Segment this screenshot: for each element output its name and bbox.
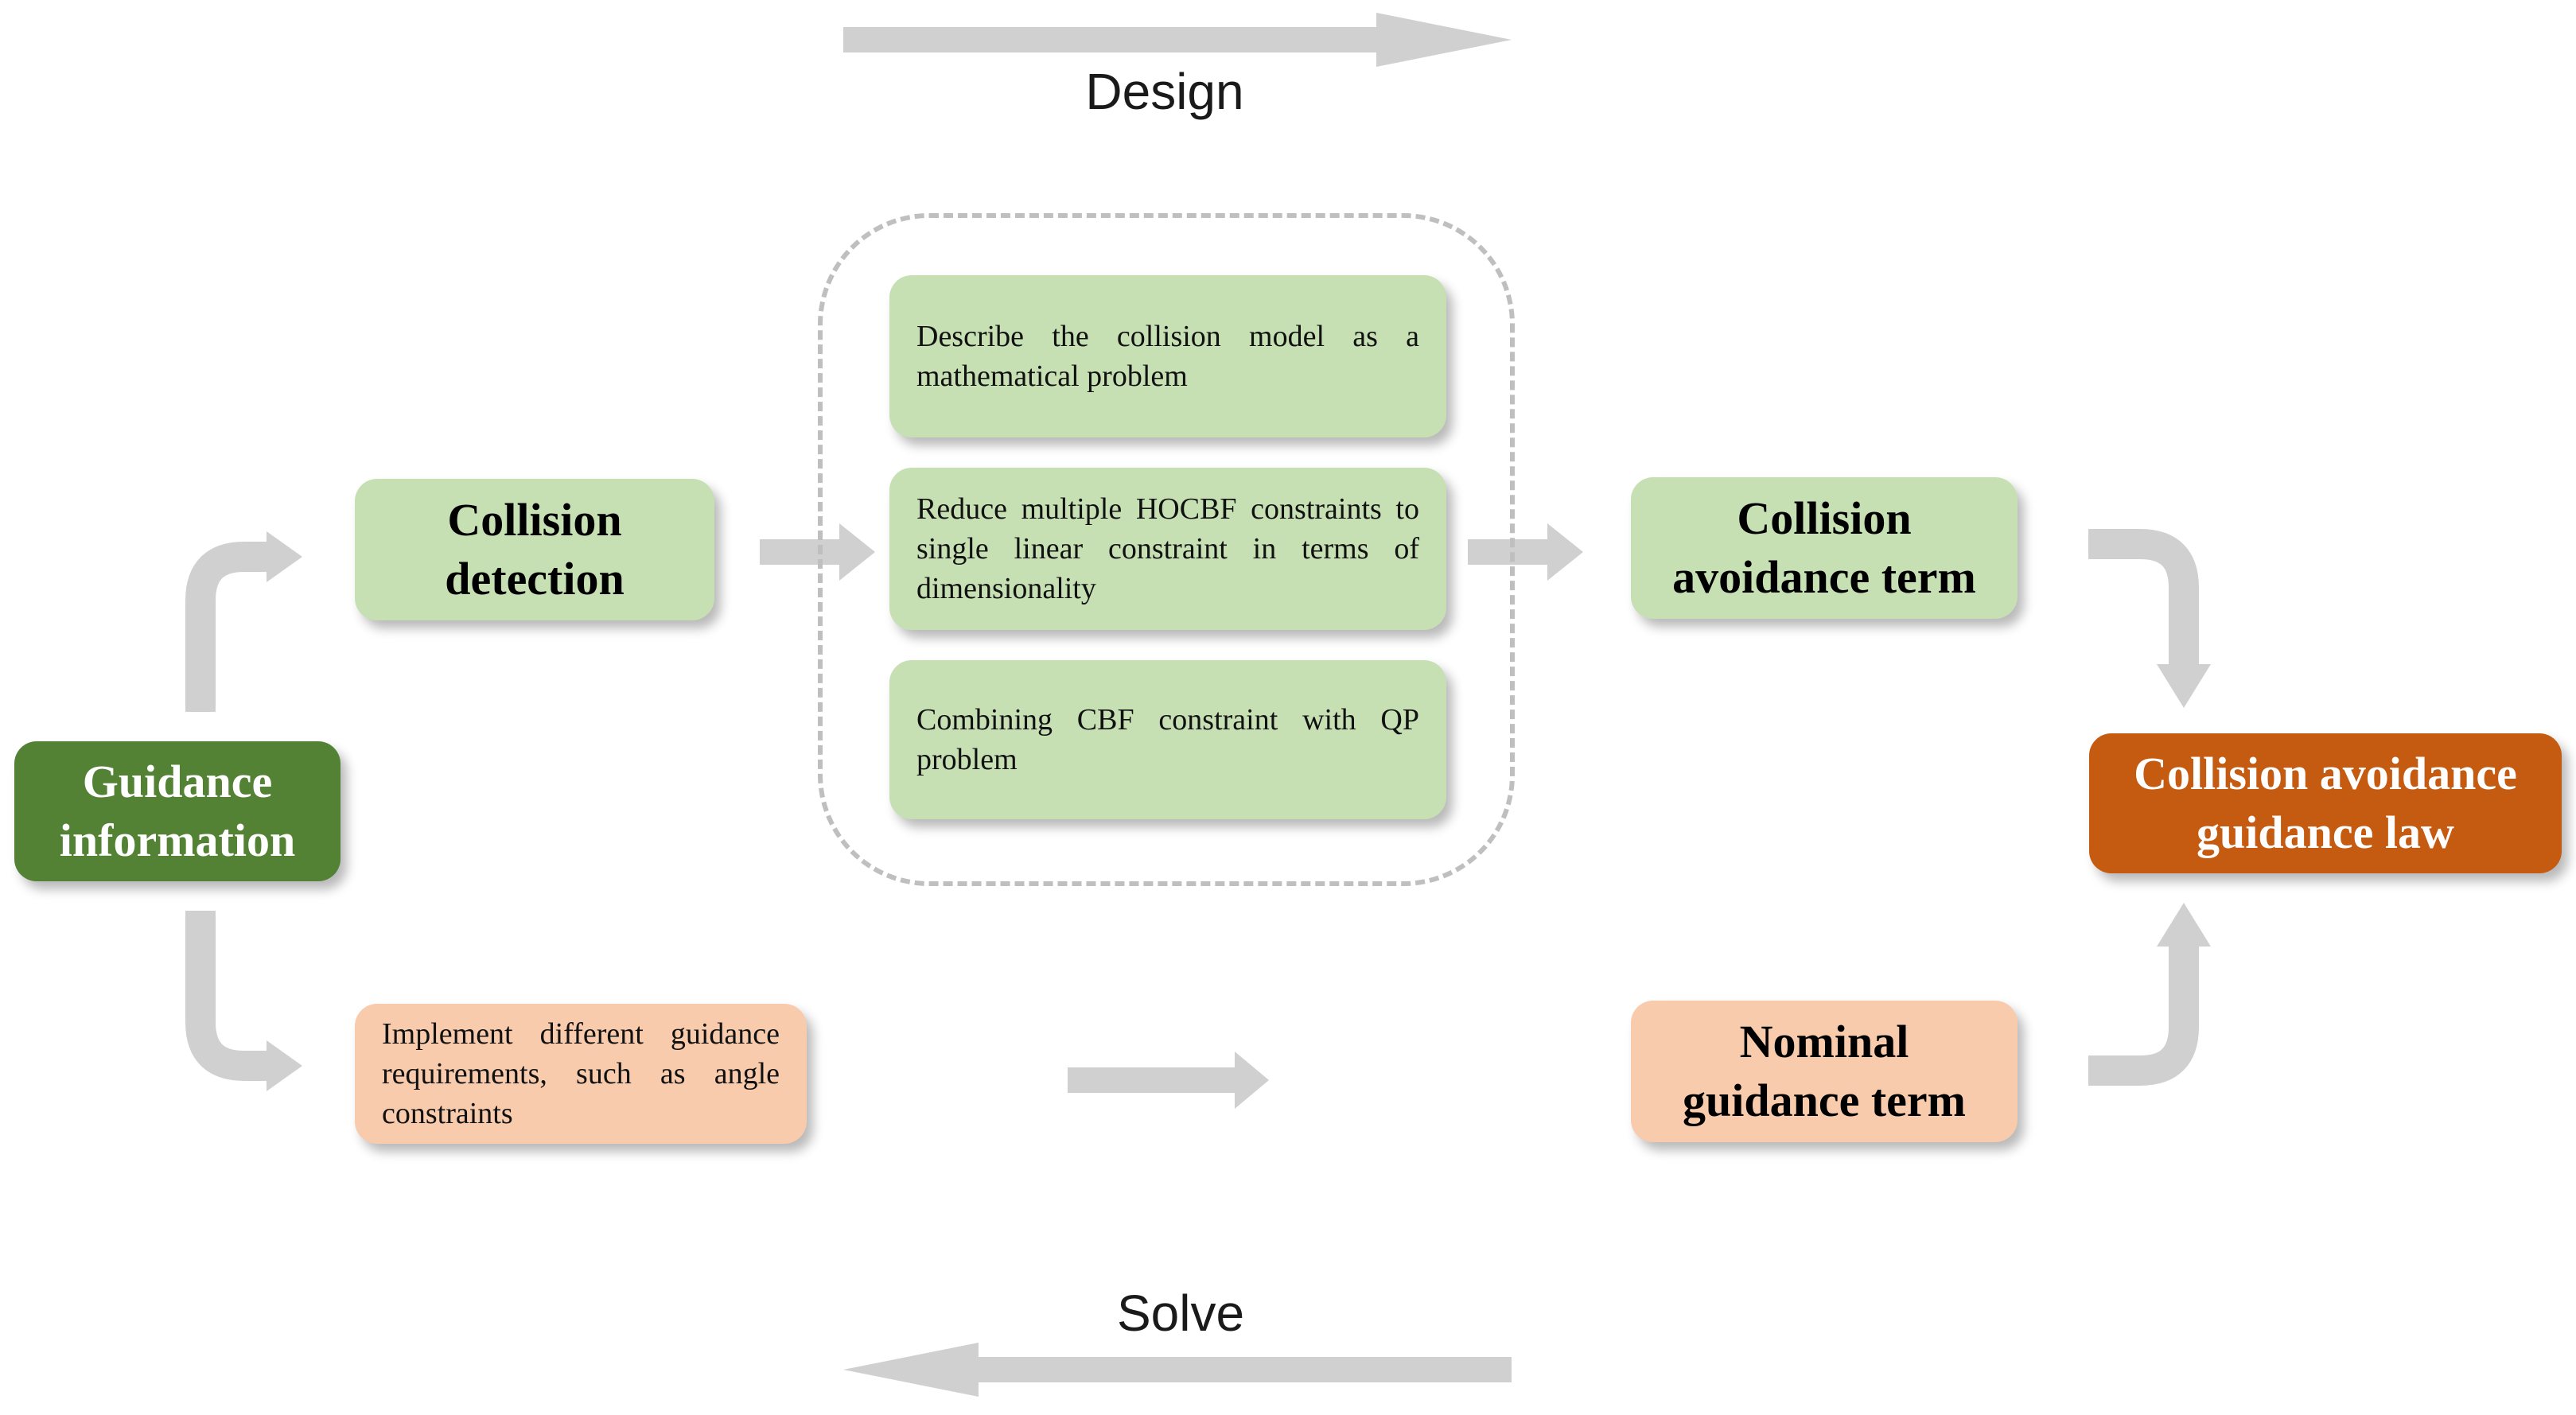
guidance-information-label: Guidance information bbox=[59, 756, 296, 866]
requirements-node: Implement different guidance requirement… bbox=[355, 1004, 807, 1144]
info-to-detection-arrow bbox=[185, 542, 267, 712]
method-step-1: Describe the collision model as a mathem… bbox=[889, 275, 1446, 437]
term-to-law-arrow bbox=[2088, 529, 2199, 664]
info-to-requirements-arrow bbox=[185, 911, 267, 1081]
method-step-3-text: Combining CBF constraint with QP problem bbox=[916, 703, 1419, 776]
method-step-3: Combining CBF constraint with QP problem bbox=[889, 660, 1446, 819]
nominal-to-law-arrow bbox=[2088, 947, 2199, 1086]
detection-to-steps-arrow bbox=[760, 523, 875, 581]
steps-to-term-arrow bbox=[1468, 523, 1583, 581]
method-step-2: Reduce multiple HOCBF constraints to sin… bbox=[889, 468, 1446, 630]
method-step-1-text: Describe the collision model as a mathem… bbox=[916, 320, 1419, 393]
design-label: Design bbox=[1085, 63, 1244, 120]
requirements-label: Implement different guidance requirement… bbox=[382, 1017, 780, 1130]
collision-detection-label: Collision detection bbox=[445, 494, 625, 604]
collision-avoidance-law-label: Collision avoidance guidance law bbox=[2134, 748, 2517, 858]
collision-avoidance-law-node: Collision avoidance guidance law bbox=[2089, 733, 2562, 873]
nominal-guidance-term-label: Nominal guidance term bbox=[1683, 1016, 1966, 1126]
collision-detection-node: Collision detection bbox=[355, 479, 714, 620]
method-group-frame bbox=[818, 213, 1515, 886]
design-arrow bbox=[843, 13, 1512, 67]
solve-arrow bbox=[843, 1343, 1512, 1397]
collision-avoidance-term-node: Collision avoidance term bbox=[1631, 477, 2018, 619]
requirements-to-nominal-arrow bbox=[1068, 1052, 1269, 1109]
collision-avoidance-term-label: Collision avoidance term bbox=[1672, 492, 1976, 603]
nominal-guidance-term-node: Nominal guidance term bbox=[1631, 1001, 2018, 1142]
method-step-2-text: Reduce multiple HOCBF constraints to sin… bbox=[916, 492, 1419, 605]
solve-label: Solve bbox=[1116, 1285, 1245, 1342]
guidance-information-node: Guidance information bbox=[14, 741, 340, 881]
